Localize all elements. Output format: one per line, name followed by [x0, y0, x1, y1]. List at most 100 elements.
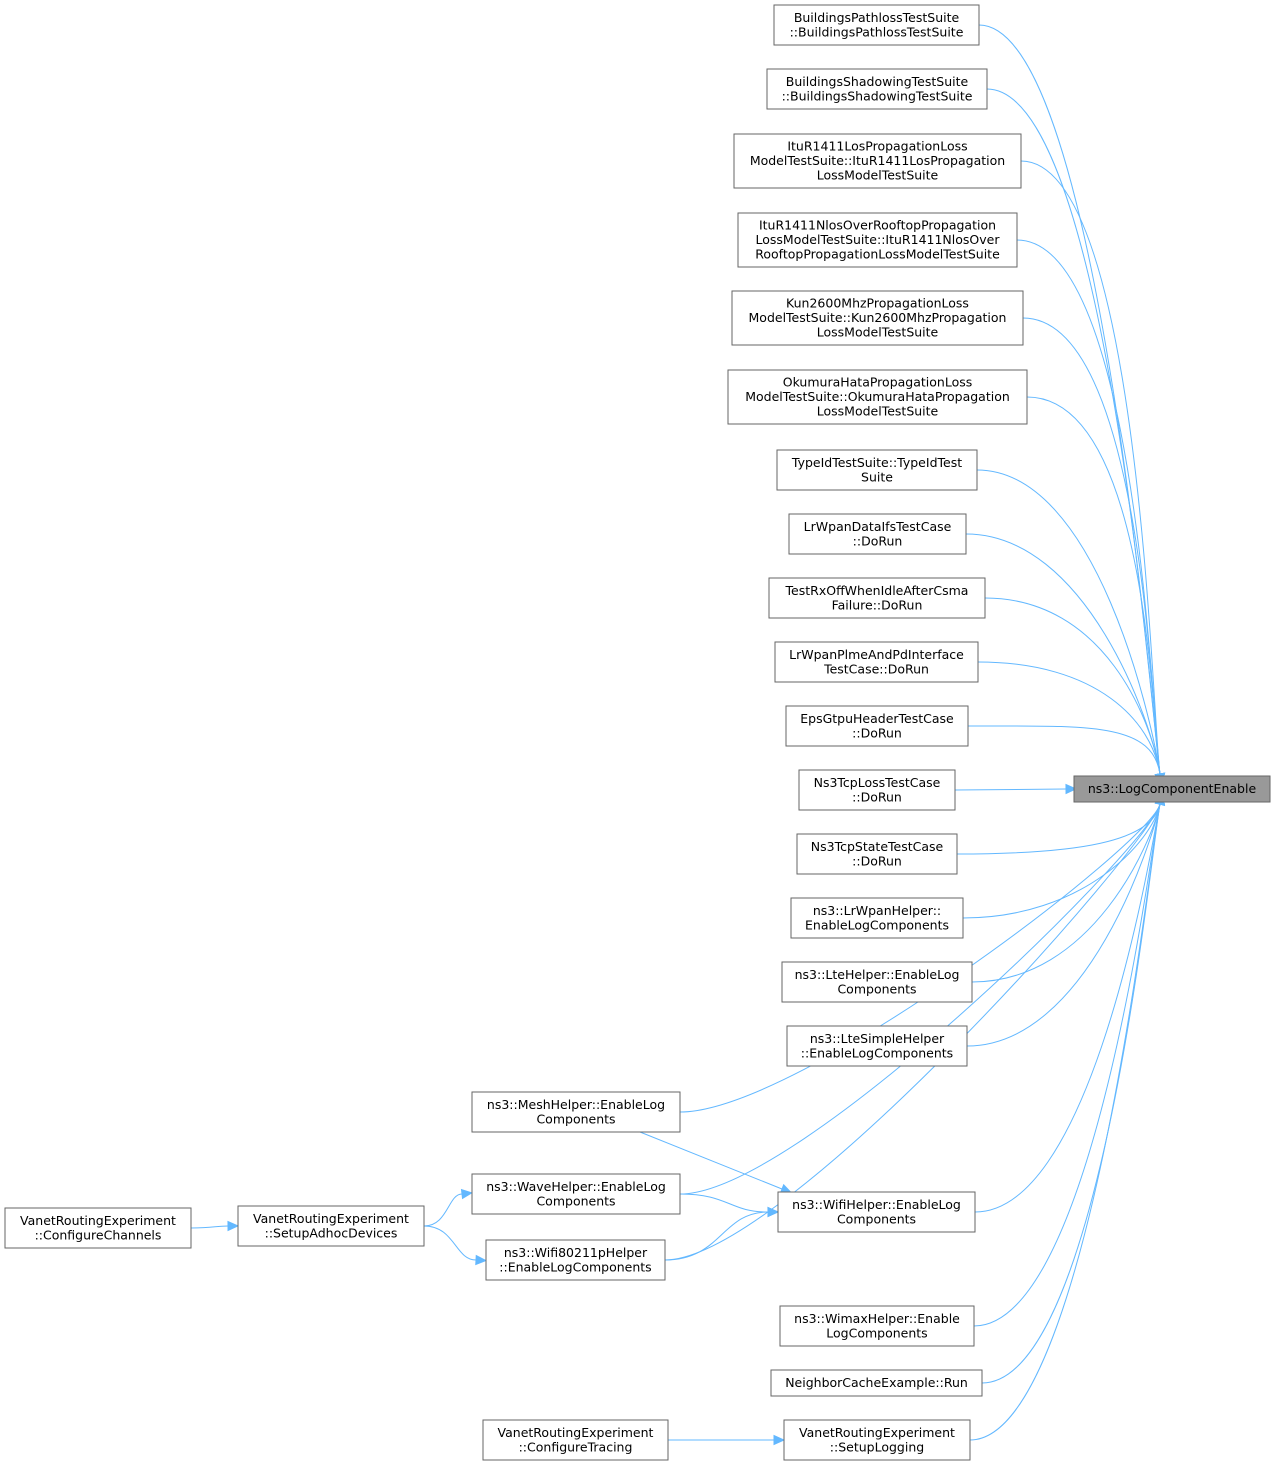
node-n_typeid[interactable]: TypeIdTestSuite::TypeIdTestSuite [776, 449, 978, 491]
node-label: ::DoRun [852, 853, 902, 868]
node-box [774, 641, 979, 683]
edge-n_cfgchan-to-n_adhoc [190, 1225, 229, 1229]
node-label: ModelTestSuite::OkumuraHataPropagation [745, 389, 1010, 404]
node-box [798, 769, 956, 811]
arrowhead [767, 1206, 780, 1218]
node-n_adhoc[interactable]: VanetRoutingExperiment::SetupAdhocDevice… [237, 1205, 425, 1247]
node-label: BuildingsShadowingTestSuite [786, 74, 969, 89]
node-label: ::DoRun [852, 789, 902, 804]
node-box [770, 1369, 983, 1397]
arrowhead [227, 1220, 240, 1232]
node-box [733, 133, 1022, 189]
edge-n_lrhelper-to-target [962, 803, 1161, 919]
node-n_gtpu[interactable]: EpsGtpuHeaderTestCase::DoRun [785, 705, 969, 747]
node-label: VanetRoutingExperiment [20, 1213, 176, 1228]
node-label: Components [536, 1111, 615, 1126]
node-label: ns3::LteHelper::EnableLog [795, 967, 960, 982]
node-label: ns3::WaveHelper::EnableLog [486, 1179, 666, 1194]
edge-n_wifi-to-target [974, 803, 1161, 1213]
node-n_mesh[interactable]: ns3::MeshHelper::EnableLogComponents [471, 1091, 681, 1133]
node-label: Components [536, 1193, 615, 1208]
node-n_kun[interactable]: Kun2600MhzPropagationLossModelTestSuite:… [731, 290, 1024, 346]
node-label: ::SetupAdhocDevices [265, 1225, 398, 1240]
node-n_neighbor[interactable]: NeighborCacheExample::Run [770, 1369, 983, 1397]
edge-n_itulos-to-target [1020, 160, 1161, 775]
node-box [471, 1173, 681, 1215]
node-label: ::BuildingsShadowingTestSuite [782, 88, 973, 103]
node-box [785, 705, 969, 747]
node-box [786, 1025, 968, 1067]
node-target[interactable]: ns3::LogComponentEnable [1073, 775, 1271, 803]
node-label: LossModelTestSuite::ItuR1411NlosOver [756, 232, 1001, 247]
node-n_lrifs[interactable]: LrWpanDataIfsTestCase::DoRun [788, 513, 967, 555]
node-label: ::SetupLogging [830, 1439, 924, 1454]
node-label: Suite [861, 469, 893, 484]
node-n_itulos[interactable]: ItuR1411LosPropagationLossModelTestSuite… [733, 133, 1022, 189]
edge-n_plme-to-target [977, 661, 1161, 775]
node-box [768, 577, 986, 619]
node-n_wimax[interactable]: ns3::WimaxHelper::EnableLogComponents [779, 1305, 975, 1347]
node-label: ModelTestSuite::Kun2600MhzPropagation [749, 310, 1007, 325]
node-n_tcpstate[interactable]: Ns3TcpStateTestCase::DoRun [796, 833, 958, 875]
node-label: BuildingsPathlossTestSuite [794, 10, 960, 25]
node-label: Components [837, 1211, 916, 1226]
node-box [796, 833, 958, 875]
node-label: ItuR1411NlosOverRooftopPropagation [759, 218, 996, 233]
node-label: VanetRoutingExperiment [253, 1211, 409, 1226]
node-label: LossModelTestSuite [817, 325, 939, 340]
node-label: ::DoRun [852, 725, 902, 740]
edge-n_oku-to-target [1026, 396, 1161, 775]
node-box [485, 1239, 666, 1281]
node-label: ::ConfigureChannels [35, 1227, 162, 1242]
node-n_wifi80211p[interactable]: ns3::Wifi80211pHelper::EnableLogComponen… [485, 1239, 666, 1281]
node-label: Kun2600MhzPropagationLoss [786, 296, 969, 311]
node-label: ns3::WifiHelper::EnableLog [792, 1197, 961, 1212]
node-n_oku[interactable]: OkumuraHataPropagationLossModelTestSuite… [727, 369, 1028, 425]
node-label: ns3::Wifi80211pHelper [504, 1245, 648, 1260]
node-label: OkumuraHataPropagationLoss [783, 375, 973, 390]
node-n_cfgchan[interactable]: VanetRoutingExperiment::ConfigureChannel… [4, 1207, 192, 1249]
node-box [237, 1205, 425, 1247]
node-label: Ns3TcpLossTestCase [814, 775, 941, 790]
node-label: ModelTestSuite::ItuR1411LosPropagation [750, 153, 1005, 168]
edge-n_mesh-to-n_wifi [639, 1131, 783, 1190]
edge-n_wave-to-n_wifi [679, 1193, 769, 1213]
node-box [727, 369, 1028, 425]
node-label: EnableLogComponents [805, 917, 949, 932]
node-n_wifi[interactable]: ns3::WifiHelper::EnableLogComponents [777, 1191, 976, 1233]
node-n_itunlos[interactable]: ItuR1411NlosOverRooftopPropagationLossMo… [737, 212, 1018, 268]
node-label: ::ConfigureTracing [519, 1439, 633, 1454]
node-label: TestCase::DoRun [823, 661, 929, 676]
node-n_ltehelper[interactable]: ns3::LteHelper::EnableLogComponents [781, 961, 973, 1003]
node-n_setuplog[interactable]: VanetRoutingExperiment::SetupLogging [783, 1419, 971, 1461]
edge-n_wifi80211p-to-n_wifi [664, 1211, 769, 1261]
arrowhead [460, 1188, 474, 1200]
edge-n_bshadow-to-target [986, 88, 1161, 775]
node-box [766, 68, 988, 110]
node-label: LogComponents [826, 1325, 927, 1340]
edge-n_rxoff-to-target [984, 597, 1161, 775]
node-n_lrhelper[interactable]: ns3::LrWpanHelper::EnableLogComponents [790, 897, 964, 939]
node-n_ltesimple[interactable]: ns3::LteSimpleHelper::EnableLogComponent… [786, 1025, 968, 1067]
node-label: EpsGtpuHeaderTestCase [800, 711, 954, 726]
node-box [482, 1419, 669, 1461]
node-label: Failure::DoRun [832, 597, 923, 612]
node-box [737, 212, 1018, 268]
node-label: LrWpanPlmeAndPdInterface [789, 647, 964, 662]
node-box [779, 1305, 975, 1347]
node-label: LrWpanDataIfsTestCase [804, 519, 952, 534]
edge-n_gtpu-to-target [967, 725, 1161, 775]
edge-n_lrifs-to-target [965, 533, 1161, 775]
node-n_tcploss[interactable]: Ns3TcpLossTestCase::DoRun [798, 769, 956, 811]
node-label: VanetRoutingExperiment [498, 1425, 654, 1440]
node-label: NeighborCacheExample::Run [785, 1375, 968, 1390]
edge-n_setuplog-to-target [969, 803, 1161, 1441]
node-n_bpath[interactable]: BuildingsPathlossTestSuite::BuildingsPat… [773, 4, 980, 46]
node-n_wave[interactable]: ns3::WaveHelper::EnableLogComponents [471, 1173, 681, 1215]
node-n_cfgtrace[interactable]: VanetRoutingExperiment::ConfigureTracing [482, 1419, 669, 1461]
node-label: ns3::LogComponentEnable [1088, 781, 1257, 796]
node-n_bshadow[interactable]: BuildingsShadowingTestSuite::BuildingsSh… [766, 68, 988, 110]
